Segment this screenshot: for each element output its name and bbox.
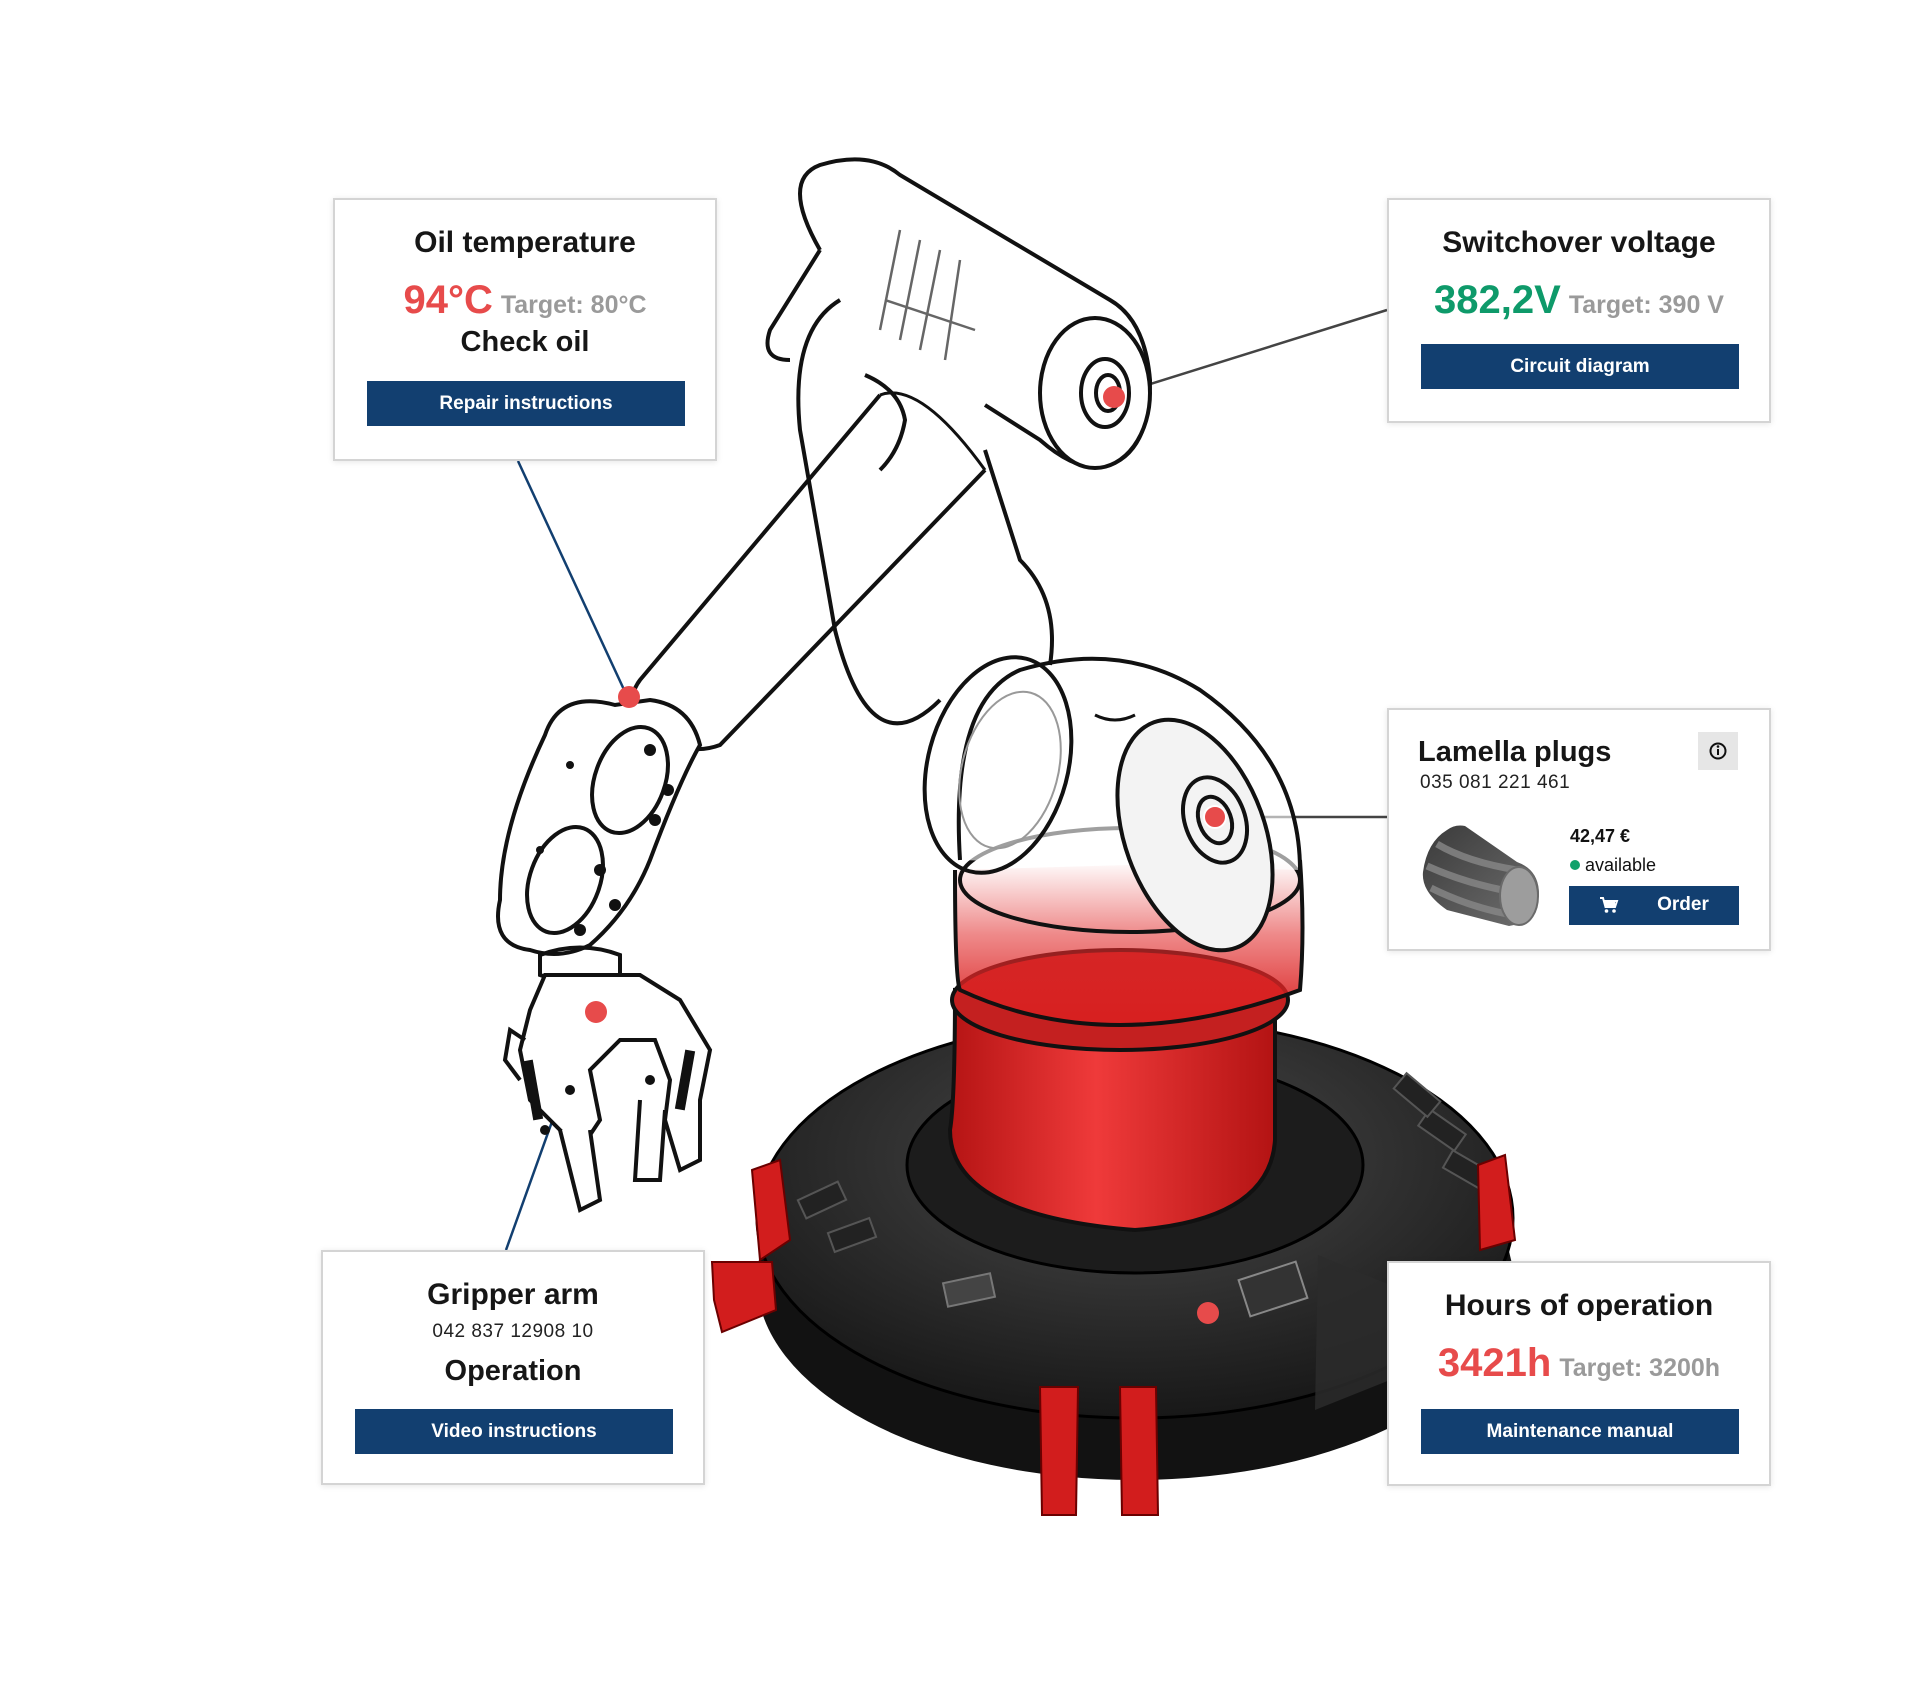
hotspot-hours [1197, 1302, 1219, 1324]
cart-icon [1600, 897, 1619, 914]
lamella-plugs-card: Lamella plugs 035 081 221 461 42,47 € av… [1387, 708, 1771, 951]
switchover-voltage-target: Target: 390 V [1568, 291, 1724, 319]
oil-temperature-message: Check oil [460, 326, 590, 358]
lamella-plugs-part-number: 035 081 221 461 [1420, 772, 1571, 793]
lamella-plug-image [1422, 825, 1539, 926]
hotspots [585, 386, 1227, 1324]
oil-temperature-title: Oil temperature [414, 226, 636, 259]
maintenance-manual-button[interactable]: Maintenance manual [1421, 1409, 1739, 1454]
info-icon [1709, 742, 1727, 760]
circuit-diagram-button[interactable]: Circuit diagram [1421, 344, 1739, 389]
hotspot-voltage [1103, 386, 1125, 408]
hotspot-oil [618, 686, 640, 708]
availability-status: available [1570, 855, 1656, 876]
hotspot-lamella [1203, 805, 1227, 829]
gripper-arm-message: Operation [444, 1355, 582, 1387]
hours-of-operation-target: Target: 3200h [1559, 1354, 1721, 1382]
robot-wrist [496, 697, 713, 1213]
lamella-plugs-price: 42,47 € [1570, 826, 1631, 846]
oil-temperature-target: Target: 80°C [500, 291, 647, 319]
robot-upper-arm [765, 157, 1153, 726]
switchover-voltage-title: Switchover voltage [1442, 226, 1716, 259]
availability-label: available [1585, 855, 1657, 875]
switchover-voltage-value: 382,2V [1434, 278, 1561, 322]
lamella-plugs-title: Lamella plugs [1418, 736, 1612, 768]
gripper-arm-card: Gripper arm 042 837 12908 10 Operation V… [321, 1250, 705, 1485]
oil-temperature-value: 94°C [403, 278, 493, 322]
repair-instructions-button[interactable]: Repair instructions [367, 381, 685, 426]
video-instructions-button[interactable]: Video instructions [355, 1409, 673, 1454]
hours-of-operation-value: 3421h [1437, 1341, 1552, 1385]
info-button[interactable] [1698, 732, 1738, 770]
order-button[interactable]: Order [1569, 886, 1739, 925]
order-button-label: Order [1657, 894, 1709, 916]
hours-of-operation-title: Hours of operation [1444, 1289, 1714, 1322]
gripper-arm-title: Gripper arm [427, 1278, 599, 1311]
gripper-arm-part-number: 042 837 12908 10 [432, 1321, 594, 1342]
availability-dot-icon [1570, 860, 1580, 871]
hotspot-gripper [585, 1001, 607, 1023]
